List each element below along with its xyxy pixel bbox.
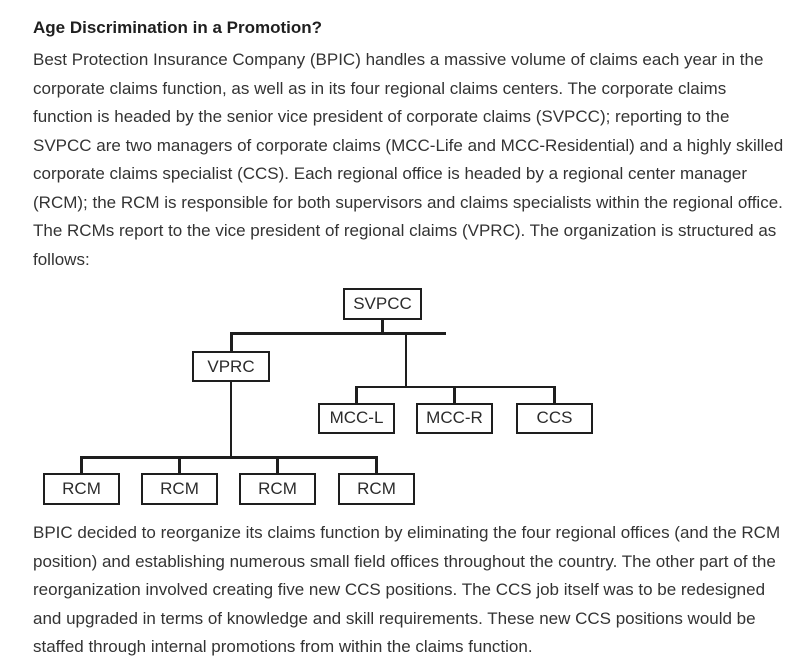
org-connector-svpcc-stem xyxy=(381,319,384,334)
org-connector-vprc-stem xyxy=(229,381,233,458)
org-node-rcm-3-label: RCM xyxy=(258,479,297,498)
org-node-mcc-l-label: MCC-L xyxy=(329,408,384,427)
org-node-mcc-r-label: MCC-R xyxy=(426,408,483,427)
org-connector-ccs-drop xyxy=(553,385,556,404)
intro-paragraph: Best Protection Insurance Company (BPIC)… xyxy=(33,50,784,269)
org-node-rcm-4-label: RCM xyxy=(357,479,396,498)
org-node-mcc-r: MCC-R xyxy=(416,402,493,434)
closing-paragraph: BPIC decided to reorganize its claims fu… xyxy=(33,523,781,656)
org-connector-mcc-group-stem xyxy=(404,332,407,388)
page-title: Age Discrimination in a Promotion? xyxy=(33,18,323,37)
org-node-vprc: VPRC xyxy=(192,351,270,382)
org-node-rcm-4: RCM xyxy=(338,473,415,505)
org-connector-rcm-horizontal xyxy=(80,456,378,459)
org-connector-top-horizontal xyxy=(230,332,446,335)
org-node-svpcc-label: SVPCC xyxy=(353,294,412,313)
org-connector-rcm2-drop xyxy=(178,456,181,474)
org-node-ccs-label: CCS xyxy=(536,408,573,427)
org-chart-diagram: SVPCC VPRC MCC-L MCC-R CCS RCM RCM RCM R… xyxy=(0,288,806,505)
org-node-rcm-2: RCM xyxy=(141,473,218,505)
org-node-rcm-2-label: RCM xyxy=(160,479,199,498)
org-node-rcm-3: RCM xyxy=(239,473,316,505)
org-node-rcm-1-label: RCM xyxy=(62,479,101,498)
org-connector-mcc-r-drop xyxy=(453,385,456,404)
org-node-svpcc: SVPCC xyxy=(343,288,422,320)
org-node-rcm-1: RCM xyxy=(43,473,120,505)
org-connector-rcm1-drop xyxy=(80,456,83,474)
org-node-ccs: CCS xyxy=(516,402,593,434)
org-connector-rcm3-drop xyxy=(276,456,279,474)
org-node-vprc-label: VPRC xyxy=(207,356,255,376)
org-connector-vprc-drop xyxy=(230,332,233,352)
org-node-mcc-l: MCC-L xyxy=(318,402,395,434)
org-connector-rcm4-drop xyxy=(375,456,378,474)
org-connector-mcc-l-drop xyxy=(355,385,358,404)
